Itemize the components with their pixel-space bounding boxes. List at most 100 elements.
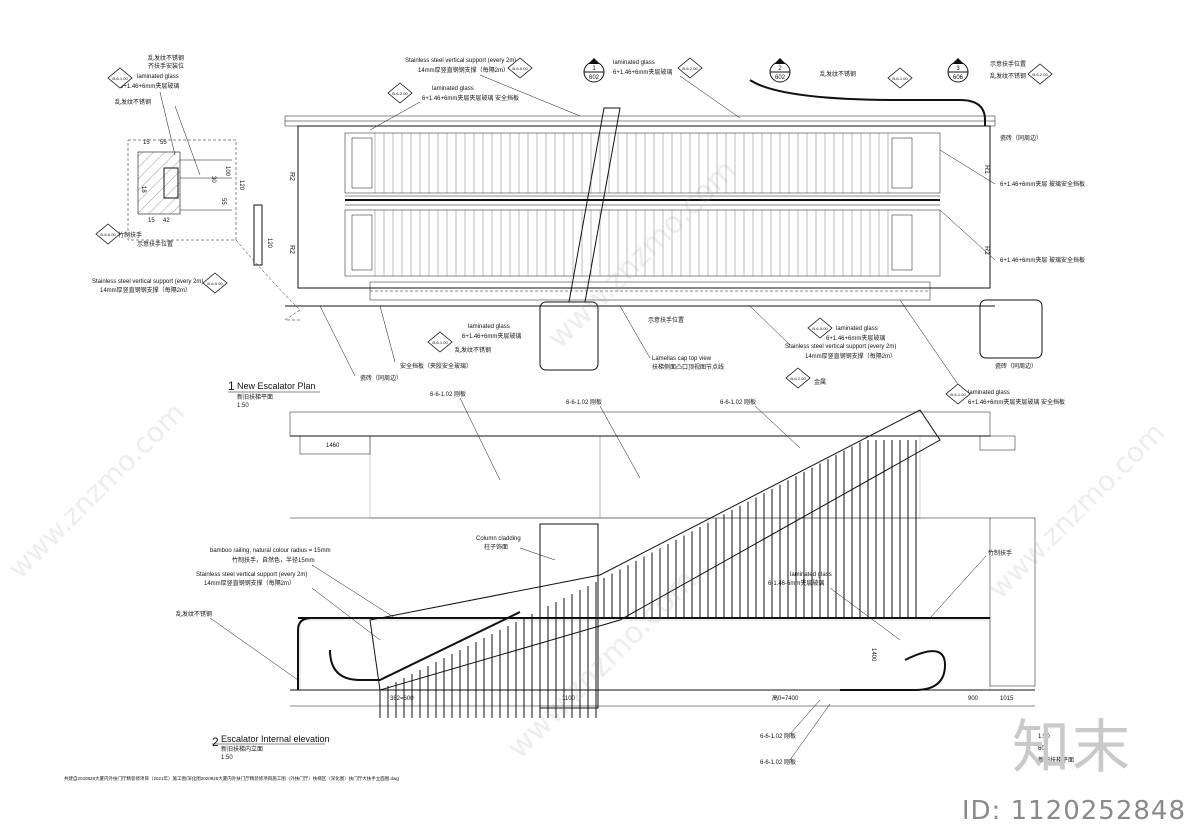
tag-code: B-6-2.00 <box>790 376 806 381</box>
detail-stainless-cn: 14mm厚竖直钢钢支撑（每隔2m） <box>100 286 191 294</box>
note-stainless-cn: 14mm厚竖直钢钢支撑（每隔2m） <box>418 66 509 74</box>
detail-note-sub: 齐扶手安装位 <box>148 62 184 70</box>
curved-handrail-top-right <box>749 79 986 126</box>
diagonal-beam <box>568 107 621 303</box>
radius-label-r1-upper: R1 <box>983 165 990 174</box>
dim-18: 18 <box>140 186 146 193</box>
note-brushed-top-right: 乱发纹不锈钢 <box>990 72 1026 80</box>
dim-left-elev: 382=600 <box>390 696 414 702</box>
tag-code: B-6-5.00 <box>207 281 223 286</box>
column-plan-right <box>979 299 1043 359</box>
section-1-bottom: 602 <box>589 75 600 81</box>
note-stone-bottom: 瓷砖（同周边） <box>360 374 402 382</box>
detail-core <box>163 167 179 199</box>
panel-note-5: 6-6-1.02 刚板 <box>760 758 796 766</box>
tag-diamond: B-6-5.00 <box>202 272 228 294</box>
section-markers: 1 602 2 602 3 606 <box>583 58 969 83</box>
detail-laminated-en: laminated glass <box>137 74 179 80</box>
tag-diamond: B-6-5.00 <box>807 317 833 339</box>
comb-plate-left-lower <box>351 214 373 271</box>
watermark-id: ID: 1120252848 <box>961 796 1186 826</box>
escalator-lane-lower <box>344 209 941 277</box>
section-1-top: 1 <box>592 66 596 72</box>
detail-note-top: 乱发纹不锈钢 <box>148 54 184 62</box>
dim-1100: 1100 <box>562 696 576 702</box>
watermark-logo: 知末 <box>1012 713 1133 781</box>
plan-scale: 1:50 <box>237 403 249 409</box>
tag-code: B-6-1.00 <box>892 76 908 81</box>
tag-diamond: B-6-1.00 <box>945 383 971 405</box>
detail-frame <box>127 139 237 241</box>
upper-beam-right <box>979 435 1016 451</box>
footer-file-path: 共建自2020828大厦内外扶门厅精装修项目（2021年）施工图/深化图2020… <box>64 775 399 782</box>
tag-code: B-6-5.00 <box>512 66 528 71</box>
elevation-title: Escalator Internal elevation <box>221 734 330 744</box>
note-laminated-en-2: laminated glass <box>613 60 655 66</box>
escalator-truss <box>369 409 941 691</box>
elevation-scale: 1:50 <box>221 755 233 761</box>
note-laminated-en-top: laminated glass <box>432 86 474 92</box>
tag-diamond: B-6-2.00 <box>1027 63 1053 85</box>
note-bamboo-cn: 竹制扶手，自然色，半径15mm <box>232 556 315 564</box>
upper-glass-right <box>599 435 921 519</box>
elevation-number: 2 <box>212 735 219 749</box>
detail-handrail-pos: 示意扶手位置 <box>137 240 173 248</box>
note-laminated-en-br: laminated glass <box>836 326 878 332</box>
plan-subtitle: 新旧扶梯平面 <box>237 393 273 401</box>
ref-603: 603 <box>1038 746 1049 752</box>
detail-handrail: 竹制扶手 <box>118 231 142 239</box>
section-2-top: 2 <box>778 66 782 72</box>
dim-100: 100 <box>224 166 230 177</box>
elevation-title-block: 2 Escalator Internal elevation 新旧扶梯内立面 1… <box>212 734 330 761</box>
radius-label-r1-lower: R1 <box>983 246 990 255</box>
escalator-steps <box>374 133 889 276</box>
tag-code: B-6-2.00 <box>1032 72 1048 77</box>
dim-1460: 1460 <box>326 443 340 449</box>
note-handrail-pos-bottom: 示意扶手位置 <box>648 316 684 324</box>
note-bamboo-rail-elev: 竹制扶手 <box>988 549 1012 557</box>
note-bamboo-en: bamboo railing, natural colour radius = … <box>210 548 331 554</box>
dim-30: 30 <box>210 176 216 183</box>
detail-stainless-en: Stainless steel vertical support (every … <box>92 279 203 285</box>
plan-title-block: 1 New Escalator Plan 新旧扶梯平面 1:50 <box>228 379 320 409</box>
dim-1015: 1015 <box>1000 696 1014 702</box>
section-3-bottom: 606 <box>953 75 964 81</box>
note-stainless-cn-elev: 14mm厚竖直钢钢支撑（每隔2m） <box>204 579 295 587</box>
note-brushed-elev: 乱发纹不锈钢 <box>176 610 212 618</box>
section-marker-3: 3 606 <box>947 58 969 83</box>
note-stone-far: 瓷砖（同周边） <box>995 362 1037 370</box>
dim-15b: 15 <box>148 218 155 224</box>
comb-plate-right-upper <box>891 137 913 189</box>
panel-note-2: 6-6-1.02 刚板 <box>566 398 602 406</box>
handrail-curve-left <box>329 611 521 681</box>
dim-120b: 120 <box>266 238 272 249</box>
tag-code: B-6-2.00 <box>392 91 408 96</box>
radius-label-r2-lower: R2 <box>288 245 295 254</box>
note-lamella-cn: 扶梯侧面凸口顶视图节点线 <box>652 363 724 371</box>
watermark-site-left: www.znzmo.com <box>2 396 191 585</box>
note-laminated-en-bl: laminated glass <box>468 324 510 330</box>
detail-laminated-cn: 6+1.46+6mm夹层玻璃 <box>120 82 179 90</box>
ref-cn: 新旧扶梯平面 <box>1038 756 1074 764</box>
note-right-glass-2: 6+1.46+6mm夹层 玻璃安全挡板 <box>1000 256 1085 264</box>
panel-note-3: 6-6-1.02 刚板 <box>720 398 756 406</box>
handrail-curve-right <box>840 650 947 691</box>
elevation-annotations: bamboo railing, natural colour radius = … <box>176 390 1074 766</box>
escalator-body <box>297 125 991 289</box>
tag-code: B-6-6.00 <box>100 232 116 237</box>
watermark-site-right: www.znzmo.com <box>982 416 1171 605</box>
note-laminated-cn-br: 6+1.46+6mm夹层玻璃 <box>826 334 885 342</box>
comb-plate-right-lower <box>891 214 913 271</box>
note-laminated-en-elev: laminated glass <box>790 572 832 578</box>
note-laminated-cn-top: 6+1.46+6mm夹层夹层玻璃 安全挡板 <box>422 94 519 102</box>
watermark-site-bottom: www.znzmo.com <box>501 563 704 766</box>
balustrade-supports <box>379 440 917 718</box>
note-stainless-en-elev: Stainless steel vertical support (every … <box>196 572 307 578</box>
section-3-top: 3 <box>956 66 960 72</box>
note-metal: 金属 <box>814 378 826 386</box>
upper-beam-left <box>299 435 371 455</box>
handrail-detail: 15 55 100 30 120 55 15 42 18 120 乱发纹不锈钢 … <box>92 54 301 321</box>
dim-1400: 1400 <box>870 648 876 662</box>
